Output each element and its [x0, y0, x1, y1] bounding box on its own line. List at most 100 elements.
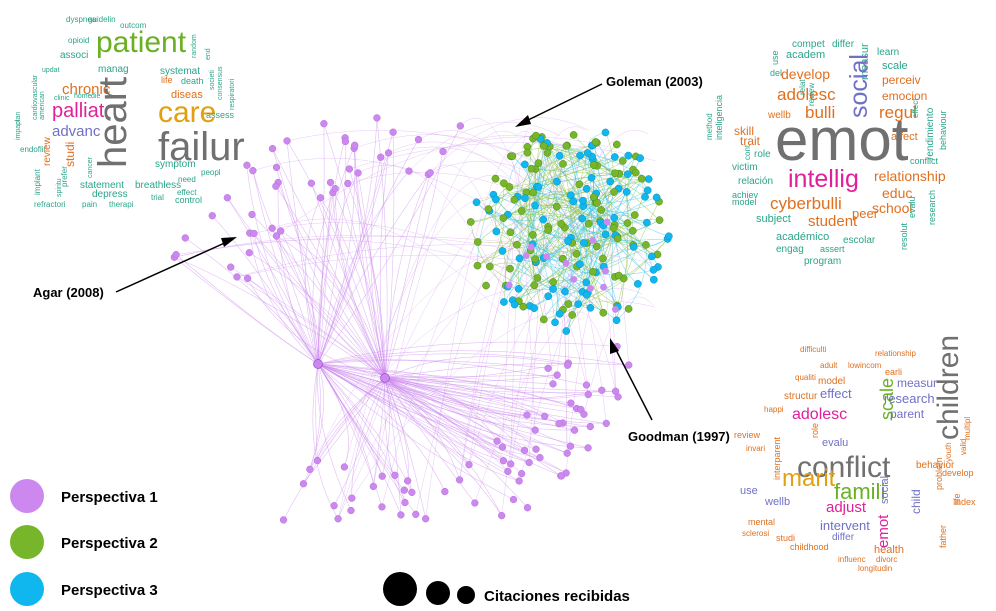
node-perspectiva-3	[549, 285, 557, 293]
word-cloud-term: student	[808, 213, 858, 230]
node-perspectiva-1	[570, 275, 578, 283]
node-perspectiva-1	[625, 361, 633, 369]
word-cloud-term: effect	[177, 188, 197, 197]
citation-edge	[253, 233, 319, 365]
size-legend-label: Citaciones recibidas	[484, 588, 630, 605]
word-cloud-term: relationship	[874, 168, 946, 184]
node-perspectiva-3	[564, 237, 572, 245]
word-cloud-term: achiev	[732, 190, 759, 200]
node-perspectiva-1	[313, 456, 322, 465]
word-cloud-term: therapi	[109, 200, 134, 209]
citation-edge	[317, 363, 503, 448]
word-cloud-term: wellb	[764, 496, 790, 508]
citation-edge	[572, 201, 628, 225]
node-perspectiva-1	[555, 420, 563, 428]
node-perspectiva-1	[307, 179, 316, 187]
word-cloud-term: wellb	[767, 110, 791, 121]
word-cloud-term: breathless	[135, 180, 181, 191]
node-perspectiva-2	[508, 152, 517, 161]
citation-edge	[614, 173, 634, 231]
citation-edge	[312, 188, 336, 365]
word-cloud-term: differ	[832, 39, 855, 50]
node-perspectiva-3	[644, 175, 653, 183]
word-cloud-term: invari	[746, 444, 765, 453]
node-perspectiva-2	[530, 281, 539, 290]
citation-edge	[317, 363, 568, 454]
node-perspectiva-1	[403, 477, 412, 485]
node-perspectiva-2	[631, 168, 640, 177]
node-perspectiva-3	[530, 304, 539, 313]
citation-edge	[502, 250, 554, 290]
citation-edge	[477, 144, 618, 266]
arrowhead-goleman	[515, 115, 531, 127]
citation-edge	[617, 201, 660, 307]
node-perspectiva-3	[624, 151, 633, 160]
word-cloud-term: measur	[897, 376, 937, 390]
citation-edge	[561, 223, 604, 313]
citation-edge	[246, 165, 319, 365]
word-cloud-term: structur	[784, 391, 818, 402]
node-perspectiva-2	[584, 219, 593, 228]
word-cloud-term: depress	[92, 189, 128, 200]
node-perspectiva-3	[587, 173, 596, 182]
legend-swatch-perspectiva-1	[10, 479, 44, 513]
word-cloud-term: cancer	[87, 156, 94, 178]
citation-edge	[317, 363, 514, 500]
word-cloud-term: school	[872, 200, 912, 216]
word-cloud-term: updat	[42, 67, 60, 74]
node-perspectiva-2	[623, 219, 632, 227]
node-perspectiva-1	[589, 237, 597, 244]
node-perspectiva-1	[562, 259, 570, 267]
citation-edge	[252, 170, 386, 379]
node-perspectiva-1	[245, 249, 253, 257]
node-perspectiva-3	[539, 215, 548, 224]
word-cloud-term: use	[770, 50, 780, 65]
word-cloud-term: manag	[98, 64, 129, 75]
citation-edge	[428, 164, 507, 264]
node-perspectiva-1	[347, 506, 355, 515]
node-perspectiva-3	[531, 201, 539, 210]
word-cloud-term: difficulti	[800, 345, 827, 354]
citation-edge	[488, 142, 597, 210]
citation-edge	[317, 141, 347, 365]
node-perspectiva-2	[506, 264, 514, 273]
node-perspectiva-1	[611, 387, 620, 395]
citation-edge	[272, 218, 506, 319]
citation-edge	[384, 377, 568, 454]
word-cloud-term: studi	[776, 533, 795, 543]
node-perspectiva-2	[592, 242, 601, 251]
citation-edge	[349, 168, 386, 379]
word-cloud-term: differ	[832, 532, 855, 543]
node-perspectiva-3	[498, 247, 507, 255]
word-cloud-term: palliat	[52, 100, 105, 122]
node-perspectiva-1	[248, 210, 256, 219]
word-cloud-term: emot	[875, 514, 892, 548]
node-perspectiva-3	[579, 196, 587, 205]
word-cloud-term: youth	[944, 442, 953, 462]
node-perspectiva-2	[531, 255, 540, 263]
citation-edge	[176, 236, 654, 264]
citation-edge	[459, 225, 544, 480]
citation-edge	[247, 278, 386, 379]
citation-edge	[535, 145, 568, 263]
citation-edge	[317, 363, 607, 424]
word-cloud-term: intervent	[820, 518, 870, 533]
word-cloud-term: académico	[776, 231, 829, 243]
word-cloud-term: academ	[786, 49, 825, 61]
word-cloud-term: method	[705, 113, 714, 140]
node-perspectiva-2	[552, 202, 561, 211]
word-cloud-term: educ	[882, 185, 912, 201]
citation-edge	[317, 377, 386, 461]
node-perspectiva-1	[331, 184, 339, 193]
node-perspectiva-2	[517, 207, 526, 215]
node-perspectiva-2	[559, 160, 567, 168]
node-perspectiva-3	[472, 198, 481, 207]
citation-edge	[317, 123, 325, 365]
citation-edge	[317, 360, 549, 369]
node-perspectiva-3	[652, 193, 661, 202]
node-perspectiva-1	[391, 471, 399, 479]
word-cloud-term: adolesc	[777, 85, 836, 104]
word-cloud-term: evalu	[907, 196, 917, 218]
word-cloud-term: child	[909, 489, 923, 514]
word-cloud-term: plan	[15, 112, 22, 125]
